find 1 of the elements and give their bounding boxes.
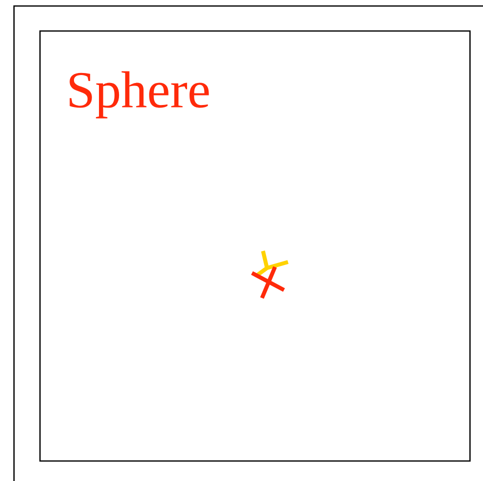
- plot-box: Sphere: [39, 30, 471, 462]
